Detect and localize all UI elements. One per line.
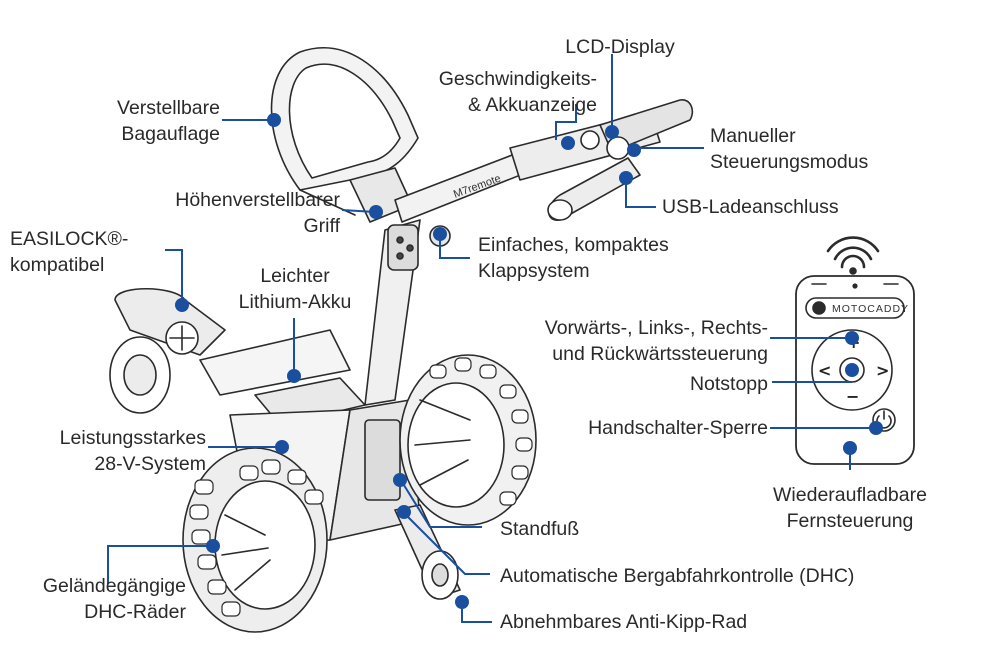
label-easilock: EASILOCK®- kompatibel <box>10 228 129 276</box>
label-speed-battery: Geschwindigkeits- & Akkuanzeige <box>438 68 597 116</box>
dot-folding <box>433 227 447 241</box>
label-lcd-display: LCD-Display <box>565 36 675 58</box>
dot-wheels <box>206 539 220 553</box>
dot-remote-directions <box>845 331 859 345</box>
label-anti-tip: Abnehmbares Anti-Kipp-Rad <box>500 611 748 633</box>
dot-anti-tip <box>455 595 469 609</box>
dot-rechargeable-remote <box>843 441 857 455</box>
label-remote-directions: Vorwärts-, Links-, Rechts- und Rückwärts… <box>544 317 768 365</box>
dot-bag-support <box>267 113 281 127</box>
wifi-signal-icon <box>826 236 880 275</box>
dot-emergency-stop <box>845 363 859 377</box>
dot-lcd <box>605 125 619 139</box>
remote-brand-text: MOTOCADDY <box>832 303 909 315</box>
label-handle: Höhenverstellbarer Griff <box>175 189 340 237</box>
label-emergency-stop: Notstopp <box>689 373 768 395</box>
callout-dots <box>175 113 883 609</box>
label-stand: Standfuß <box>500 518 580 540</box>
label-battery: Leichter Lithium-Akku <box>238 265 352 313</box>
dot-stand <box>393 473 407 487</box>
dot-28v <box>275 440 289 454</box>
dot-dhc <box>397 505 411 519</box>
dot-speed-battery <box>561 136 575 150</box>
label-28v: Leistungsstarkes 28-V-System <box>59 427 206 475</box>
remote-right-icon: > <box>876 361 889 380</box>
dot-usb <box>619 171 633 185</box>
dot-handle <box>369 205 383 219</box>
label-handswitch-lock: Handschalter-Sperre <box>588 417 768 439</box>
remote-minus-icon: − <box>846 387 859 406</box>
remote-left-icon: < <box>818 361 831 380</box>
label-usb: USB-Ladeanschluss <box>662 196 839 218</box>
bag-support-hoop <box>270 47 419 216</box>
dot-battery <box>287 369 301 383</box>
dot-easilock <box>175 298 189 312</box>
label-dhc: Automatische Bergabfahrkontrolle (DHC) <box>500 565 855 587</box>
dot-manual-mode <box>627 143 641 157</box>
label-bag-support: Verstellbare Bagauflage <box>117 97 220 145</box>
label-rechargeable-remote: Wiederaufladbare Fernsteuerung <box>773 484 927 532</box>
label-wheels: Geländegängige DHC-Räder <box>42 575 186 623</box>
label-folding: Einfaches, kompaktes Klappsystem <box>478 234 669 282</box>
dot-handswitch-lock <box>869 421 883 435</box>
label-manual-mode: Manueller Steuerungsmodus <box>710 125 869 173</box>
